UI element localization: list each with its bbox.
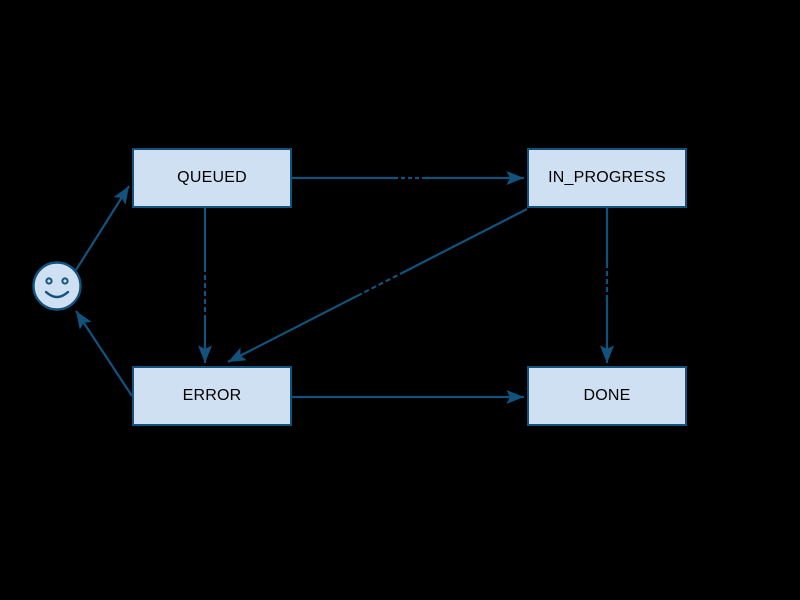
state-node-label: QUEUED [177, 169, 247, 186]
state-node-done[interactable]: DONE [527, 366, 687, 426]
state-node-label: DONE [583, 387, 631, 404]
state-node-queued[interactable]: QUEUED [132, 148, 292, 208]
state-node-label: IN_PROGRESS [548, 169, 666, 186]
edge-start-to-queued[interactable] [75, 185, 130, 271]
start-node[interactable] [31, 260, 83, 312]
state-node-label: ERROR [182, 387, 242, 404]
state-node-error[interactable]: ERROR [132, 366, 292, 426]
edge-error-to-start[interactable] [75, 310, 133, 397]
state-node-in-progress[interactable]: IN_PROGRESS [527, 148, 687, 208]
smiley-face-icon [32, 261, 82, 311]
edge-in-progress-to-error[interactable] [227, 208, 528, 363]
